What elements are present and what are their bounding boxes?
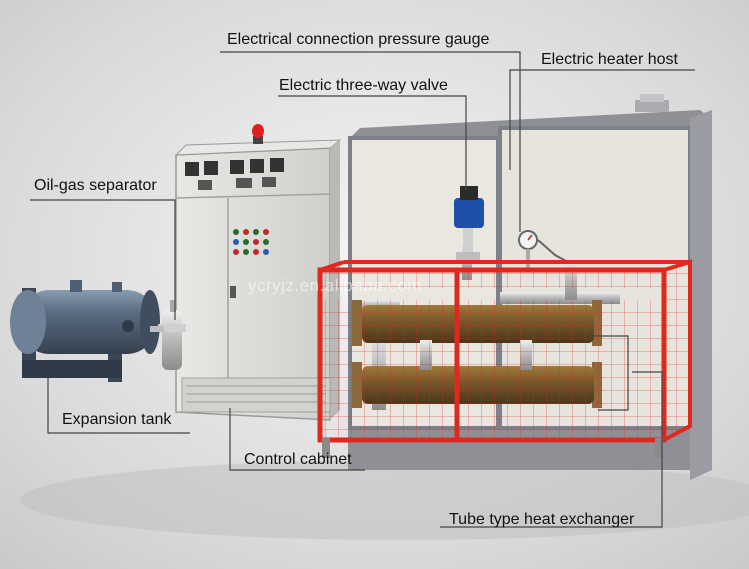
watermark: ycryjz.en.alibaba.com	[248, 276, 422, 295]
leader-control-cabinet	[229, 408, 365, 471]
label-oil-gas-separator: Oil-gas separator	[34, 177, 157, 194]
leader-pressure-gauge	[220, 51, 521, 232]
leader-heater-host	[509, 69, 695, 170]
label-heater-host: Electric heater host	[541, 51, 678, 68]
indicator-lights	[233, 229, 269, 255]
label-control-cabinet: Control cabinet	[244, 451, 352, 468]
label-heat-exchanger: Tube type heat exchanger	[449, 511, 635, 528]
pressure-gauge	[518, 230, 569, 269]
label-expansion-tank: Expansion tank	[62, 411, 172, 428]
leader-three-way-valve	[278, 95, 467, 190]
leader-lines	[30, 51, 695, 528]
oil-gas-separator	[150, 300, 186, 370]
alarm-beacon	[252, 124, 264, 144]
floor-shadow	[20, 460, 749, 540]
leader-oil-gas-separator	[30, 199, 176, 320]
expansion-tank	[10, 280, 160, 382]
control-cabinet	[174, 124, 342, 421]
electric-three-way-valve	[454, 186, 484, 262]
meters	[185, 158, 284, 190]
label-pressure-gauge: Electrical connection pressure gauge	[227, 31, 490, 48]
protective-frame	[317, 259, 692, 458]
leader-heat-exchanger-box	[590, 335, 629, 411]
leader-heat-exchanger	[440, 371, 663, 528]
label-three-way-valve: Electric three-way valve	[279, 77, 448, 94]
leader-expansion-tank	[47, 378, 190, 434]
